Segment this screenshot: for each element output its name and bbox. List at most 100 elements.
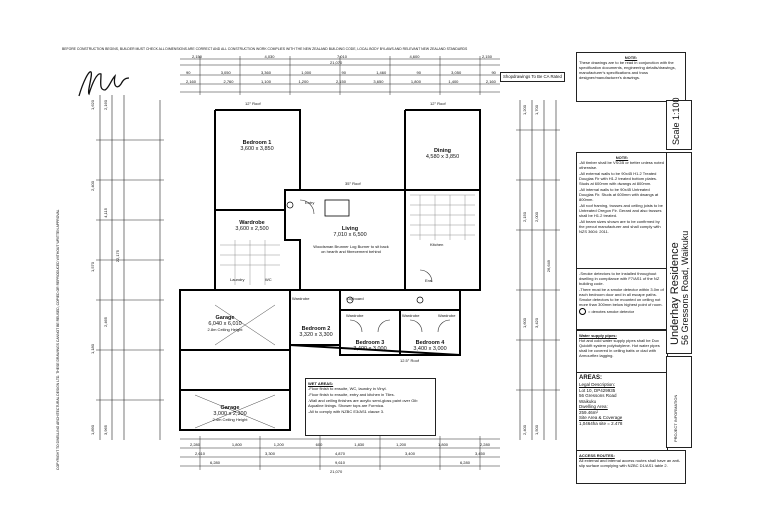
access-routes-text: All external and internal access routes … [579,458,681,468]
room-dims: 4,580 x 3,850 [425,154,460,160]
dim: 2,160 [186,79,197,84]
dim: 3,400 [404,451,415,456]
room-name: Dining [433,148,452,154]
dim: 1,200 [298,79,309,84]
project-info-label: PROJECT INFORMATION [673,394,678,442]
room-name: Bedroom 3 [355,340,385,346]
water-supply-box: Water supply pipes: Hot and cold water s… [576,330,668,374]
room-bedroom3: Bedroom 3 3,400 x 3,000 [342,340,398,352]
dim: 2,150 [192,54,203,59]
header-note: BEFORE CONSTRUCTION BEGINS, BUILDER MUST… [62,47,468,51]
room-name: Living [341,226,359,232]
shop-drawing-note: Shopdrawings To Be CA Rated [500,72,565,82]
room-garage2: Garage 3,000 x 2,300 2.4m Ceiling Height [195,405,265,422]
access-routes-title: ACCESS ROUTES: [579,453,615,458]
dim: 1,400 [448,79,459,84]
dim: 2,280 [190,442,201,447]
left-total: 22,175 [115,250,120,263]
dim: 3,360 [260,70,271,75]
label-entry: Entry [305,200,315,205]
roof-label: 12.5° Roof [400,358,419,363]
room-dims: 3,000 x 2,300 [213,411,247,417]
dim: 4,600 [409,54,420,59]
title-block: Underhay Residence 56 Gressons Road, Wai… [666,152,692,354]
room-name: Bedroom 2 [301,326,331,332]
dim: 1,800 [231,442,242,447]
bottom-total: 21,070 [330,469,343,474]
roof-label: 35° Roof [345,181,361,186]
room-dims: 3,320 x 3,300 [299,332,333,338]
dim: 1,800 [438,442,449,447]
scale-box: Scale 1:100 [666,97,692,150]
room-name: Garage [215,315,235,321]
dim: 2,760 [223,79,234,84]
label-laundry: Laundry [230,277,245,282]
wet-areas-title: WET AREAS: [308,381,334,386]
right-total: 26,649 [546,260,551,273]
label-wardrobe: Wardrobe [402,313,420,318]
dim: 2,150 [481,54,492,59]
dim: 1,180 [90,343,95,354]
notes-top-box: NOTE: These drawings are to be read in c… [576,52,686,102]
log-burner-note: Woodsman Brunner Log Burner to sit back … [313,244,389,254]
dim: 1,200 [396,442,407,447]
dim: 2,160 [103,100,108,111]
notes-main-item: -All external walls to be 90x45 H1.2 Tre… [579,171,658,186]
notes-main-title: NOTE: [615,155,629,160]
wet-areas-box: WET AREAS: -Floor finish to ensuite, WC,… [305,378,436,436]
top-dims-row1: 2,150 4,030 7,010 4,600 2,150 [192,54,492,59]
dim: 3,965 [103,424,108,435]
dim: 2,400 [90,181,95,192]
dim: 90 [491,70,496,75]
label-kitchen: Kitchen [430,242,444,247]
notes-main-box: NOTE: -All timber shall be VSGB or bette… [576,152,668,270]
label-wardrobe: Wardrobe [438,313,456,318]
notes-main-item: -All internal walls to be 90x45 Untreate… [579,187,659,202]
dwelling-title: Dwelling Area: [579,404,608,409]
dim: 1,800 [410,79,421,84]
info-box: PROJECT INFORMATION [666,356,692,448]
label-wardrobe: Wardrobe [292,296,310,301]
scale-text: Scale 1:100 [671,97,681,145]
dim: 1,200 [273,442,284,447]
dim: 2,150 [522,211,527,222]
dim: 6,280 [210,460,221,465]
room-dims: 7,010 x 6,500 [333,232,367,238]
smoke-legend-text: = denotes smoke detector [588,309,635,314]
label-wardrobe: Wardrobe [346,313,364,318]
room-living: Living 7,010 x 6,500 [310,226,390,238]
dim: 3,650 [373,79,384,84]
dim: 3,420 [534,318,539,329]
room-bedroom1: Bedroom 1 3,600 x 3,850 [222,140,292,152]
legal-line: Lot 10, DP429935 [579,387,616,393]
smoke-detector-icon [579,308,586,315]
room-sub: 2.8m Ceiling Height [207,327,243,332]
room-dims: 3,600 x 2,500 [235,226,269,232]
access-routes-box: ACCESS ROUTES: All external and internal… [576,450,686,484]
dim: 1,500 [534,424,539,435]
dim: 600 [315,442,323,447]
dim: 1,700 [534,105,539,116]
wet-areas-item: -Floor finish to ensuite, entry and kitc… [308,392,395,397]
wet-areas-list: -Floor finish to ensuite, WC, laundry in… [308,386,433,414]
room-name: Wardrobe [239,220,265,226]
dim: 1,890 [90,424,95,435]
dim: 4,115 [103,208,108,219]
wet-areas-item: -All to comply with NZBC E3/AS1 clause 3… [308,409,385,414]
left-dims: 1,620 2,400 1,570 1,180 1,890 [90,100,100,435]
room-sub: 2.4m Ceiling Height [212,417,248,422]
label-wc: WC [265,277,272,282]
room-bedroom2: Bedroom 2 3,320 x 3,300 [293,326,339,338]
dwelling-value: 259.46m² [579,409,599,415]
bottom-dims-row3: 6,280 9,610 6,280 [210,460,470,465]
dim: 90 [416,70,421,75]
dim: 1,830 [354,442,365,447]
right-dims-2: 1,700 2,000 3,420 1,500 [534,105,544,435]
dim: 3,300 [264,451,275,456]
dim: 1,100 [260,79,271,84]
wet-areas-item: -Wall and ceiling finishes are acrylic s… [308,398,418,408]
top-dims-row2: 90 3,050 3,360 1,000 90 1,460 90 3,050 9… [186,70,496,75]
notes-smoke-list: -Smoke detectors to be installed through… [579,271,665,307]
dim: 4,870 [334,451,345,456]
smoke-legend: = denotes smoke detector [579,308,665,315]
